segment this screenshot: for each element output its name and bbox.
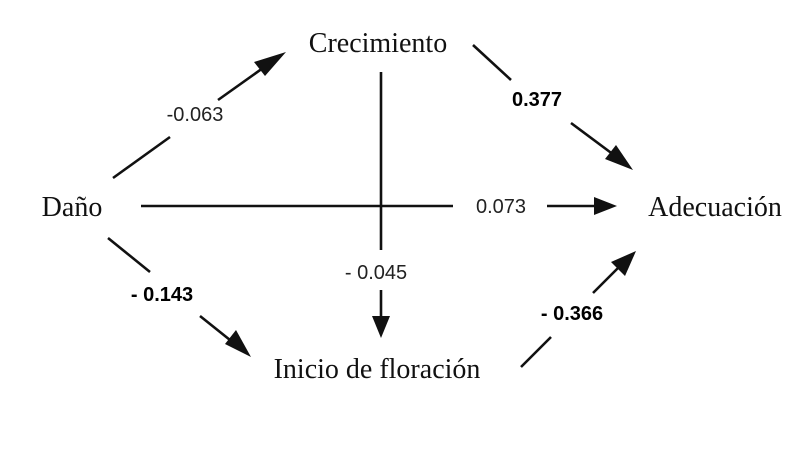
edge-damage-to-flowering-upper-segment: [107, 236, 151, 274]
edge-damage-to-growth-lower-segment: [112, 135, 171, 180]
arrowhead-flowering-from-damage: [225, 330, 251, 357]
arrowhead-fitness-from-growth: [605, 145, 633, 170]
coef-damage-to-fitness: 0.073: [476, 196, 526, 218]
edge-damage-to-growth: -0.063: [112, 52, 286, 180]
edge-growth-to-fitness: 0.377: [472, 44, 633, 170]
edge-growth-to-fitness-lower-segment: [570, 121, 619, 160]
node-fitness: Adecuación: [648, 192, 782, 223]
arrowhead-growth: [254, 52, 286, 76]
coef-damage-to-flowering: - 0.143: [131, 284, 193, 306]
coef-damage-to-growth: -0.063: [167, 104, 224, 126]
edge-growth-to-fitness-upper-segment: [472, 44, 512, 81]
edge-flowering-to-fitness-upper-segment: [592, 264, 622, 294]
coef-growth-to-fitness: 0.377: [512, 89, 562, 111]
edge-damage-to-flowering: - 0.143: [107, 236, 251, 357]
arrowhead-fitness-from-damage: [594, 197, 617, 215]
arrowhead-fitness-from-flowering: [611, 251, 636, 276]
node-damage: Daño: [42, 192, 103, 223]
edge-damage-to-fitness: 0.073: [141, 196, 617, 218]
arrowhead-flowering-from-growth: [372, 316, 390, 338]
node-growth: Crecimiento: [309, 28, 447, 59]
edge-flowering-to-fitness-lower-segment: [520, 336, 552, 368]
edge-flowering-to-fitness: - 0.366: [520, 251, 636, 368]
coef-growth-to-flowering: - 0.045: [345, 262, 407, 284]
node-flowering: Inicio de floración: [274, 354, 481, 385]
coef-flowering-to-fitness: - 0.366: [541, 303, 603, 325]
edge-growth-to-flowering: - 0.045: [345, 72, 407, 338]
